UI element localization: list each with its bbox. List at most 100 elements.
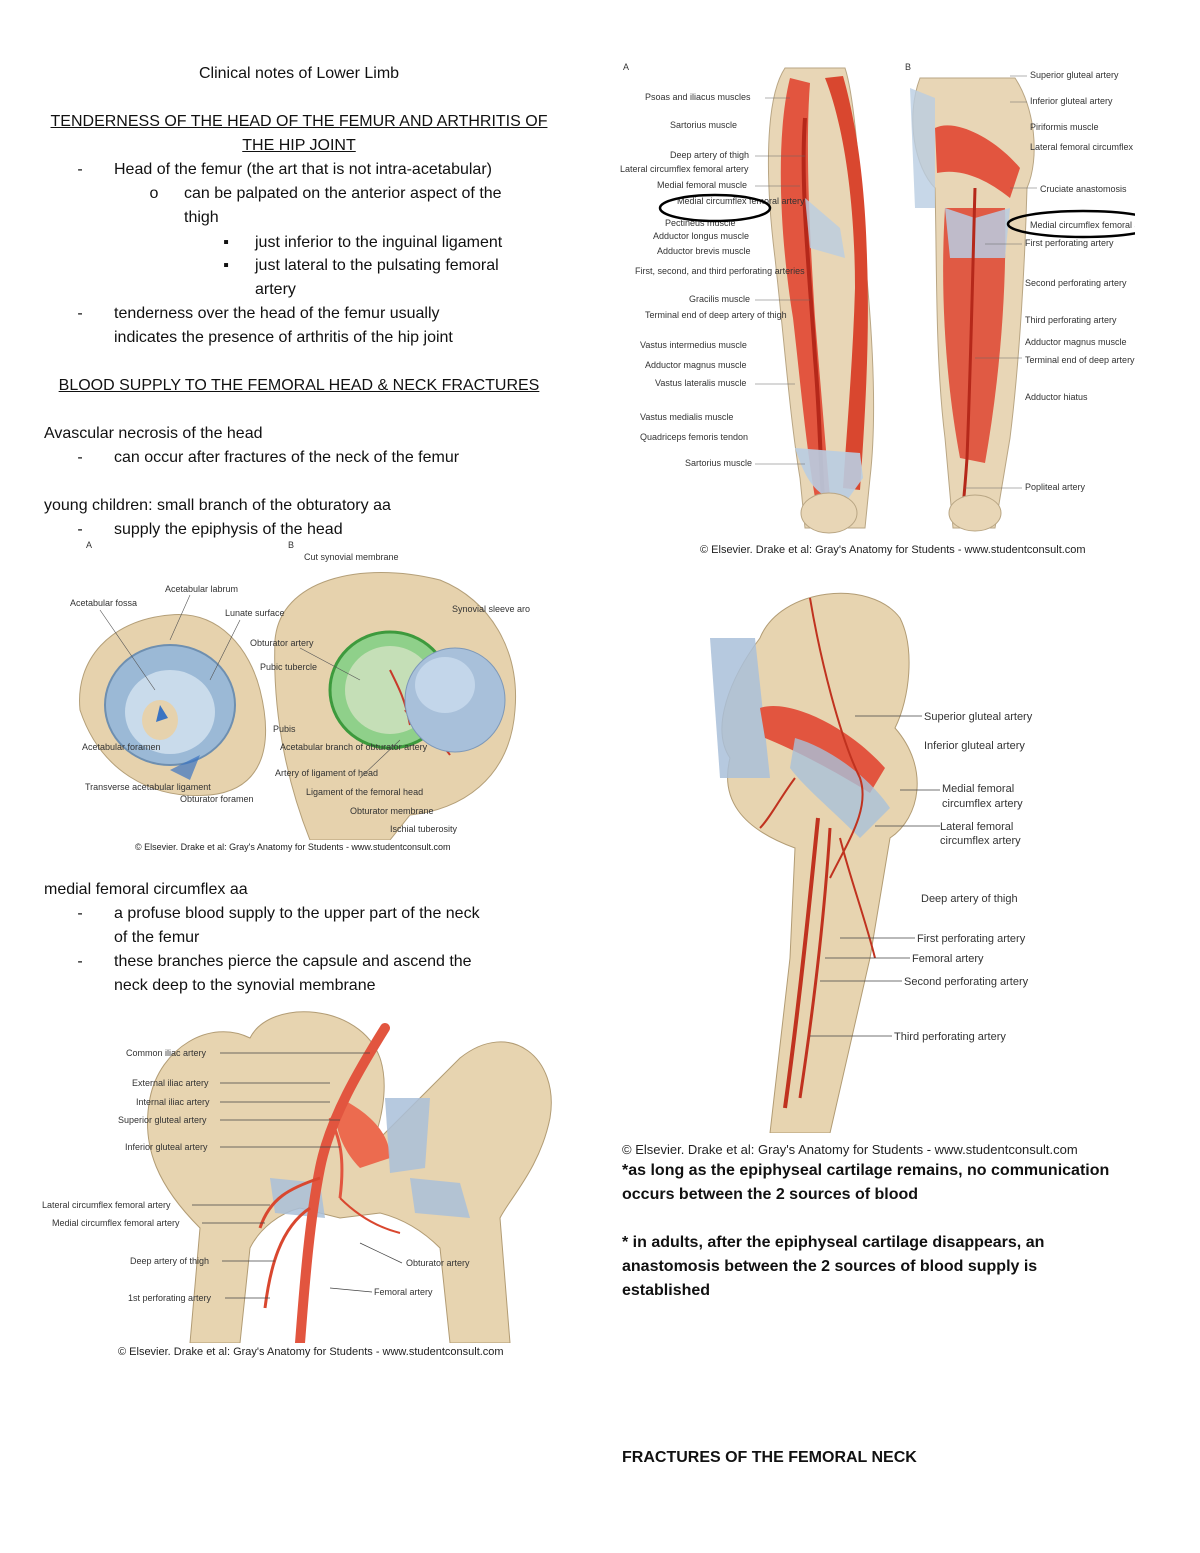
label-third-perforating: Third perforating artery (1025, 315, 1117, 325)
page-title: Clinical notes of Lower Limb (198, 65, 400, 82)
note-adults: * in adults, after the epiphyseal cartil… (622, 1234, 1045, 1251)
dash-bullet: - (77, 953, 83, 970)
acetabulum-b-drawing (274, 572, 517, 841)
panel-b-label: B (905, 62, 911, 72)
label-synovial-sleeve: Synovial sleeve around ligament (452, 604, 530, 614)
label-obturator-4: Obturator artery (406, 1258, 470, 1268)
label-ligament-head: Ligament of the femoral head (306, 787, 423, 797)
label-cut-synovial: Cut synovial membrane (304, 552, 399, 562)
label-lateral-circumflex-4: Lateral circumflex femoral artery (42, 1200, 171, 1210)
label-inferior-gluteal-3: Inferior gluteal artery (924, 740, 1025, 752)
label-medial-femoral-3: Medial femoral (942, 783, 1014, 795)
pelvis-drawing (146, 1011, 552, 1348)
label-vastus-lateralis: Vastus lateralis muscle (655, 378, 746, 388)
label-popliteal: Popliteal artery (1025, 482, 1086, 492)
figure-thigh-arteries: A B Psoas and iliacus muscles Sartorius … (615, 58, 1167, 558)
bullet-tenderness-line2: indicates the presence of arthritis of t… (114, 329, 453, 346)
label-deep-artery-3: Deep artery of thigh (921, 893, 1018, 905)
label-gracilis: Gracilis muscle (689, 294, 750, 304)
label-cruciate: Cruciate anastomosis (1040, 184, 1127, 194)
figure-acetabulum-caption: © Elsevier. Drake et al: Gray's Anatomy … (135, 842, 451, 852)
figure-posterior-hip: Superior gluteal artery Inferior gluteal… (700, 578, 1120, 1134)
bullet-tenderness: tenderness over the head of the femur us… (114, 305, 440, 322)
label-superior-gluteal: Superior gluteal artery (1030, 70, 1119, 80)
label-quadriceps-tendon: Quadriceps femoris tendon (640, 432, 748, 442)
label-piriformis: Piriformis muscle (1030, 122, 1099, 132)
note-cartilage: *as long as the epiphyseal cartilage rem… (622, 1162, 1110, 1179)
dash-bullet: - (77, 161, 83, 178)
square-bullet: ▪ (223, 234, 229, 251)
bullet-lateral-line2: artery (255, 281, 296, 298)
pelvis-arteries-illustration: Common iliac artery External iliac arter… (42, 1011, 552, 1348)
label-lateral-circumflex: Lateral circumflex femoral artery (620, 164, 749, 174)
heading-tenderness: TENDERNESS OF THE HEAD OF THE FEMUR AND … (50, 113, 548, 130)
label-adductor-longus: Adductor longus muscle (653, 231, 749, 241)
right-callouts: Superior gluteal artery Inferior gluteal… (965, 70, 1167, 492)
label-psoas: Psoas and iliacus muscles (645, 92, 751, 102)
label-acetabular-labrum: Acetabular labrum (165, 584, 238, 594)
label-inferior-gluteal: Inferior gluteal artery (1030, 96, 1113, 106)
label-first-perforating-3: First perforating artery (917, 933, 1026, 945)
label-artery-ligament: Artery of ligament of head (275, 768, 378, 778)
label-obturator-membrane: Obturator membrane (350, 806, 434, 816)
panel-a-label: A (623, 62, 629, 72)
label-terminal-deep: Terminal end of deep artery of thigh (645, 310, 787, 320)
bullet-profuse-line2: of the femur (114, 929, 200, 946)
circle-bullet: o (149, 185, 159, 202)
figure-posterior-hip-caption: © Elsevier. Drake et al: Gray's Anatomy … (622, 1142, 1078, 1157)
label-medial-femoral-3b: circumflex artery (942, 798, 1023, 810)
label-pubis: Pubis (273, 724, 296, 734)
label-superior-gluteal-3: Superior gluteal artery (924, 711, 1033, 723)
label-ischial-tuberosity: Ischial tuberosity (390, 824, 458, 834)
bullet-palpated: can be palpated on the anterior aspect o… (184, 185, 502, 202)
anterior-thigh-drawing (767, 67, 875, 534)
label-second-perforating: Second perforating artery (1025, 278, 1127, 288)
figure-thigh-caption: © Elsevier. Drake et al: Gray's Anatomy … (700, 544, 1086, 556)
label-deep-artery-4: Deep artery of thigh (130, 1256, 209, 1266)
bullet-epiphysis: supply the epiphysis of the head (114, 521, 343, 538)
label-lateral-femoral-3b: circumflex artery (940, 835, 1021, 847)
label-pectineus: Pectineus muscle (665, 218, 736, 228)
label-external-iliac: External iliac artery (132, 1078, 209, 1088)
heading-fractures-neck: FRACTURES OF THE FEMORAL NECK (622, 1449, 917, 1466)
label-acetabular-branch: Acetabular branch of obturator artery (280, 742, 428, 752)
label-second-perforating-3: Second perforating artery (904, 976, 1029, 988)
label-deep-artery: Deep artery of thigh (670, 150, 749, 160)
left-callouts: Psoas and iliacus muscles Sartorius musc… (620, 92, 810, 468)
para-children: young children: small branch of the obtu… (44, 497, 391, 514)
highlight-ellipse-left (658, 193, 772, 223)
label-femoral-artery-3: Femoral artery (912, 953, 984, 965)
label-terminal-deep-b: Terminal end of deep artery of thigh (1025, 355, 1135, 365)
label-superior-gluteal-4: Superior gluteal artery (118, 1115, 207, 1125)
heading-tenderness-line2: THE HIP JOINT (242, 137, 356, 154)
label-sartorius: Sartorius muscle (670, 120, 737, 130)
bullet-fracture: can occur after fractures of the neck of… (114, 449, 460, 466)
label-adductor-magnus-b: Adductor magnus muscle (1025, 337, 1127, 347)
label-first-perforating-4: 1st perforating artery (128, 1293, 212, 1303)
acetabulum-illustration: A B Cut synovial membrane Acetabular lab… (70, 540, 582, 841)
figure-pelvis-caption: © Elsevier. Drake et al: Gray's Anatomy … (118, 1346, 504, 1358)
note-cartilage-line2: occurs between the 2 sources of blood (622, 1186, 919, 1203)
label-vastus-medialis: Vastus medialis muscle (640, 412, 733, 422)
bullet-pierce: these branches pierce the capsule and as… (114, 953, 472, 970)
label-adductor-magnus: Adductor magnus muscle (645, 360, 747, 370)
label-medial-circumflex: Medial circumflex femoral artery (677, 196, 805, 206)
label-internal-iliac: Internal iliac artery (136, 1097, 210, 1107)
bullet-head-femur: Head of the femur (the art that is not i… (114, 161, 492, 178)
panel-a-label-2: A (86, 540, 92, 550)
dash-bullet: - (77, 305, 83, 322)
acetabulum-a-drawing (79, 614, 267, 797)
figure-acetabulum: A B Cut synovial membrane Acetabular lab… (60, 540, 582, 841)
label-adductor-brevis: Adductor brevis muscle (657, 246, 751, 256)
label-vastus-intermedius: Vastus intermedius muscle (640, 340, 747, 350)
dash-bullet: - (77, 521, 83, 538)
para-medial-circumflex: medial femoral circumflex aa (44, 881, 248, 898)
label-transverse-ligament: Transverse acetabular ligament (85, 782, 211, 792)
posterior-hip-illustration: Superior gluteal artery Inferior gluteal… (710, 592, 1033, 1134)
label-first-perforating: First perforating artery (1025, 238, 1114, 248)
acetabulum-callouts: Cut synovial membrane Acetabular labrum … (70, 552, 582, 834)
heading-blood-supply: BLOOD SUPPLY TO THE FEMORAL HEAD & NECK … (58, 377, 540, 394)
posterior-hip-drawing (710, 592, 918, 1134)
label-lateral-femoral-circumflex: Lateral femoral circumflex artery (1030, 142, 1135, 152)
label-lunate-surface: Lunate surface (225, 608, 285, 618)
